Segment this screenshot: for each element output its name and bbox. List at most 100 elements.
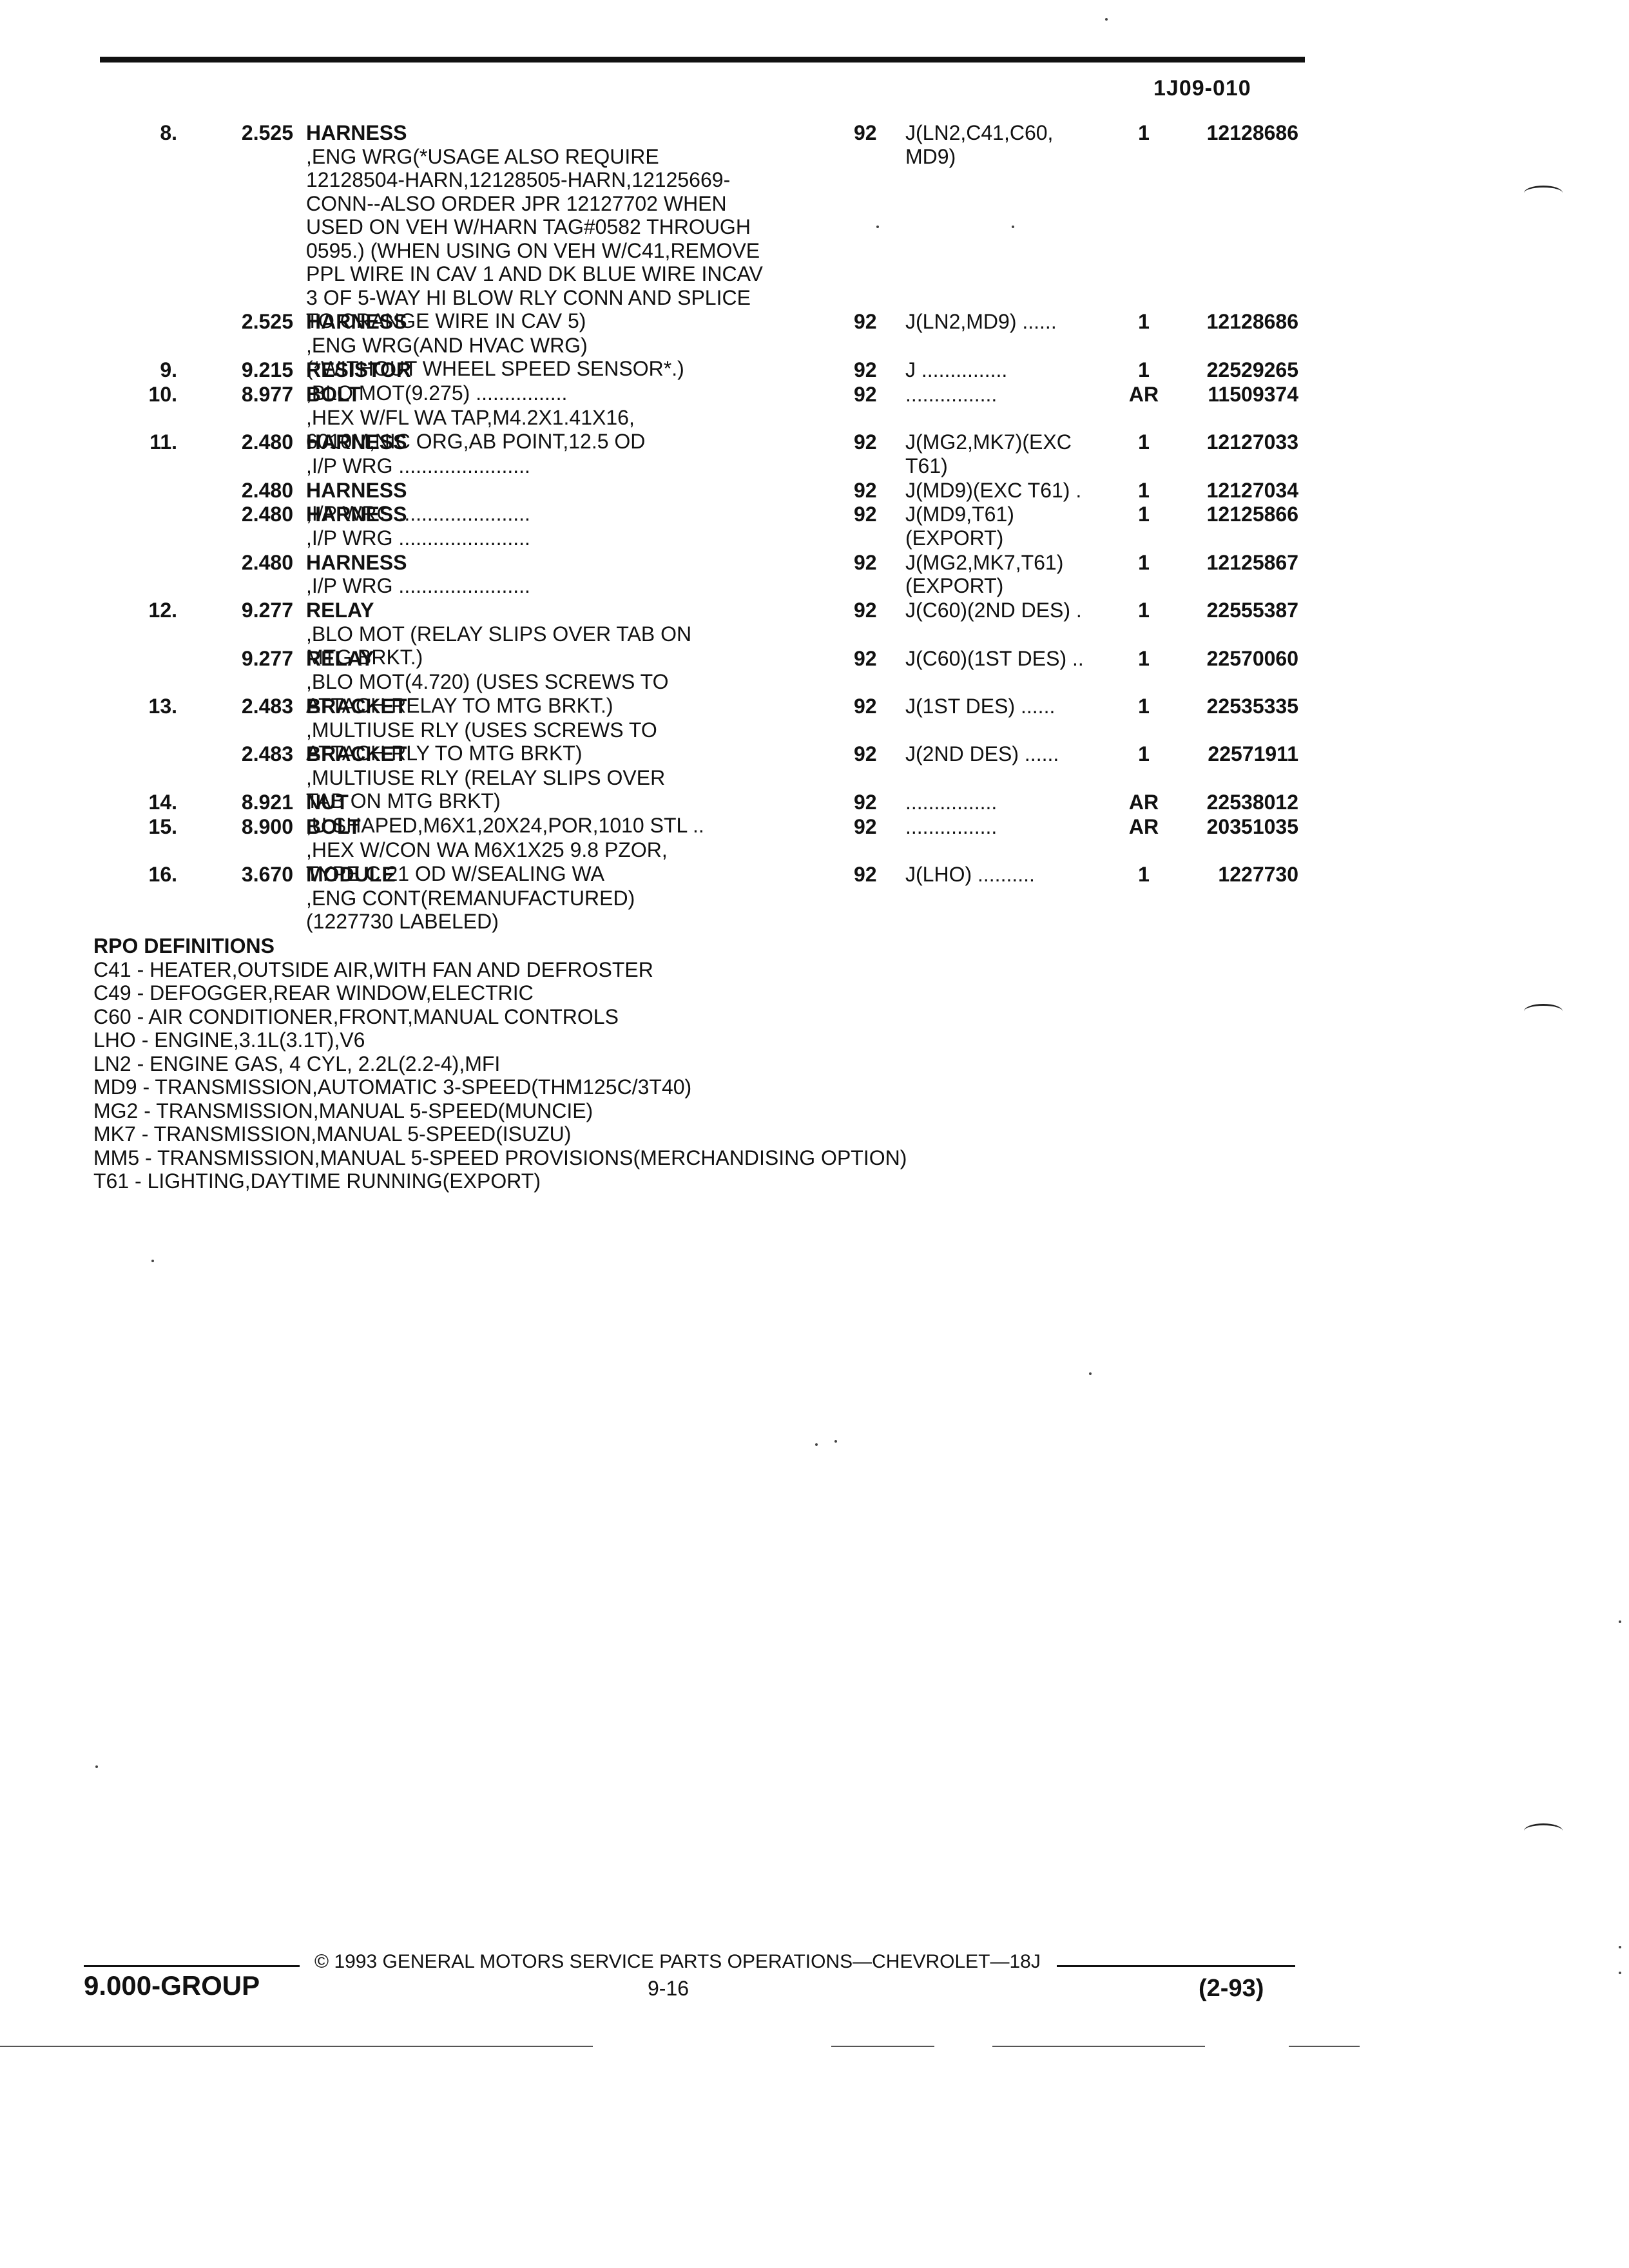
scan-speck — [815, 1443, 818, 1446]
top-rule — [100, 57, 1305, 62]
scan-speck — [1105, 18, 1108, 21]
part-name: RELAY — [306, 646, 374, 670]
part-number: 22529265 — [1206, 358, 1298, 381]
part-number: 11509374 — [1208, 382, 1298, 406]
model-year: 92 — [854, 550, 877, 574]
usage-code: ................ — [905, 814, 998, 838]
part-name: HARNESS — [306, 503, 407, 526]
part-detail: ,ENG WRG(AND HVAC WRG) (*WITHOUT WHEEL S… — [306, 333, 684, 381]
footer-group: 9.000-GROUP — [84, 1970, 260, 2001]
part-detail: ,ENG WRG(*USAGE ALSO REQUIRE 12128504-HA… — [306, 144, 763, 333]
rpo-definition: C41 - HEATER,OUTSIDE AIR,WITH FAN AND DE… — [93, 957, 653, 981]
group-number: 2.480 — [241, 503, 293, 526]
model-year: 92 — [854, 382, 877, 406]
usage-code: J(LN2,C41,C60, MD9) — [905, 121, 1054, 168]
group-number: 2.483 — [241, 742, 293, 766]
part-description: BOLT ,HEX W/FL WA TAP,M4.2X1.41X16, 6010… — [306, 383, 822, 454]
model-year: 92 — [854, 430, 877, 454]
group-number: 8.921 — [241, 790, 293, 814]
footer-copyright: © 1993 GENERAL MOTORS SERVICE PARTS OPER… — [314, 1951, 1041, 1972]
part-detail: ,I/P WRG ....................... — [306, 574, 530, 598]
part-description: RELAY ,BLO MOT (RELAY SLIPS OVER TAB ON … — [306, 599, 822, 669]
group-number: 3.670 — [241, 863, 293, 887]
part-description: HARNESS ,I/P WRG ....................... — [306, 551, 822, 598]
model-year: 92 — [854, 646, 877, 670]
model-year: 92 — [854, 742, 877, 766]
group-number: 9.277 — [241, 599, 293, 622]
group-number: 2.525 — [241, 310, 293, 334]
item-number: 10. — [148, 382, 177, 406]
part-detail: ,I/P WRG ....................... — [306, 502, 530, 525]
quantity: 1 — [1138, 742, 1150, 766]
usage-code: ................ — [905, 382, 998, 406]
rpo-definitions: RPO DEFINITIONS C41 - HEATER,OUTSIDE AIR… — [93, 934, 907, 1193]
item-number: 12. — [148, 599, 177, 622]
quantity: 1 — [1138, 358, 1150, 381]
part-name: HARNESS — [306, 121, 407, 144]
part-name: HARNESS — [306, 478, 407, 502]
part-detail: ,I/P WRG ....................... — [306, 454, 530, 477]
usage-code: J(MG2,MK7,T61) (EXPORT) — [905, 550, 1064, 598]
parts-row: 2.525 HARNESS ,ENG WRG(AND HVAC WRG) (*WI… — [0, 310, 1629, 380]
part-name: RESISTOR — [306, 358, 411, 381]
part-description: HARNESS ,ENG WRG(AND HVAC WRG) (*WITHOUT… — [306, 310, 822, 381]
item-number: 14. — [148, 790, 177, 814]
group-number: 2.480 — [241, 478, 293, 502]
group-number: 2.525 — [241, 121, 293, 144]
quantity: AR — [1128, 382, 1159, 406]
group-number: 8.977 — [241, 382, 293, 406]
part-detail: ,HEX W/FL WA TAP,M4.2X1.41X16, 6010M,NIC… — [306, 406, 646, 453]
model-year: 92 — [854, 358, 877, 381]
usage-code: J(MD9,T61) (EXPORT) — [905, 503, 1014, 550]
parts-row: 2.480 HARNESS ,I/P WRG ..................… — [0, 503, 1629, 550]
usage-code: J(LN2,MD9) ...... — [905, 310, 1057, 334]
scan-speck — [1619, 1946, 1621, 1948]
quantity: 1 — [1138, 503, 1150, 526]
item-number: 9. — [160, 358, 177, 381]
rpo-items: C41 - HEATER,OUTSIDE AIR,WITH FAN AND DE… — [93, 958, 907, 1193]
rpo-definition: MD9 - TRANSMISSION,AUTOMATIC 3-SPEED(THM… — [93, 1075, 692, 1099]
model-year: 92 — [854, 310, 877, 334]
part-number: 20351035 — [1206, 814, 1298, 838]
scan-speck — [1012, 226, 1014, 228]
usage-code: J(2ND DES) ...... — [905, 742, 1059, 766]
part-number: 22538012 — [1206, 790, 1298, 814]
part-detail: ,BLO MOT(4.720) (USES SCREWS TO ATTACH R… — [306, 670, 669, 717]
quantity: AR — [1128, 814, 1159, 838]
scan-speck — [834, 1440, 837, 1443]
part-detail: ,HEX W/CON WA M6X1X25 9.8 PZOR, TYPE C 2… — [306, 838, 668, 885]
part-name: MODULE — [306, 863, 396, 887]
page-code: 1J09-010 — [1153, 76, 1251, 101]
item-number: 15. — [148, 814, 177, 838]
part-number: 22571911 — [1208, 742, 1298, 766]
usage-code: J(LHO) .......... — [905, 863, 1035, 887]
part-name: HARNESS — [306, 310, 407, 334]
rpo-definition: LHO - ENGINE,3.1L(3.1T),V6 — [93, 1028, 365, 1052]
item-number: 11. — [149, 430, 177, 454]
part-number: 1227730 — [1218, 863, 1298, 887]
model-year: 92 — [854, 863, 877, 887]
part-description: HARNESS ,I/P WRG ....................... — [306, 503, 822, 550]
scan-speck — [1089, 1372, 1092, 1375]
part-number: 12128686 — [1206, 310, 1298, 334]
quantity: 1 — [1138, 599, 1150, 622]
rpo-title: RPO DEFINITIONS — [93, 934, 275, 957]
model-year: 92 — [854, 599, 877, 622]
part-detail: ,BLO MOT(9.275) ................ — [306, 381, 568, 405]
margin-tick — [1524, 1004, 1563, 1019]
rpo-definition: C60 - AIR CONDITIONER,FRONT,MANUAL CONTR… — [93, 1004, 619, 1028]
quantity: 1 — [1138, 430, 1150, 454]
item-number: 16. — [148, 863, 177, 887]
usage-code: J(C60)(1ST DES) .. — [905, 646, 1084, 670]
part-description: NUT ,U SHAPED,M6X1,20X24,POR,1010 STL .. — [306, 791, 822, 838]
part-description: HARNESS ,ENG WRG(*USAGE ALSO REQUIRE 121… — [306, 121, 822, 333]
part-detail: ,I/P WRG ....................... — [306, 526, 530, 550]
parts-row: 9. 9.215 RESISTOR ,BLO MOT(9.275) ........… — [0, 358, 1629, 405]
group-number: 9.215 — [241, 358, 293, 381]
